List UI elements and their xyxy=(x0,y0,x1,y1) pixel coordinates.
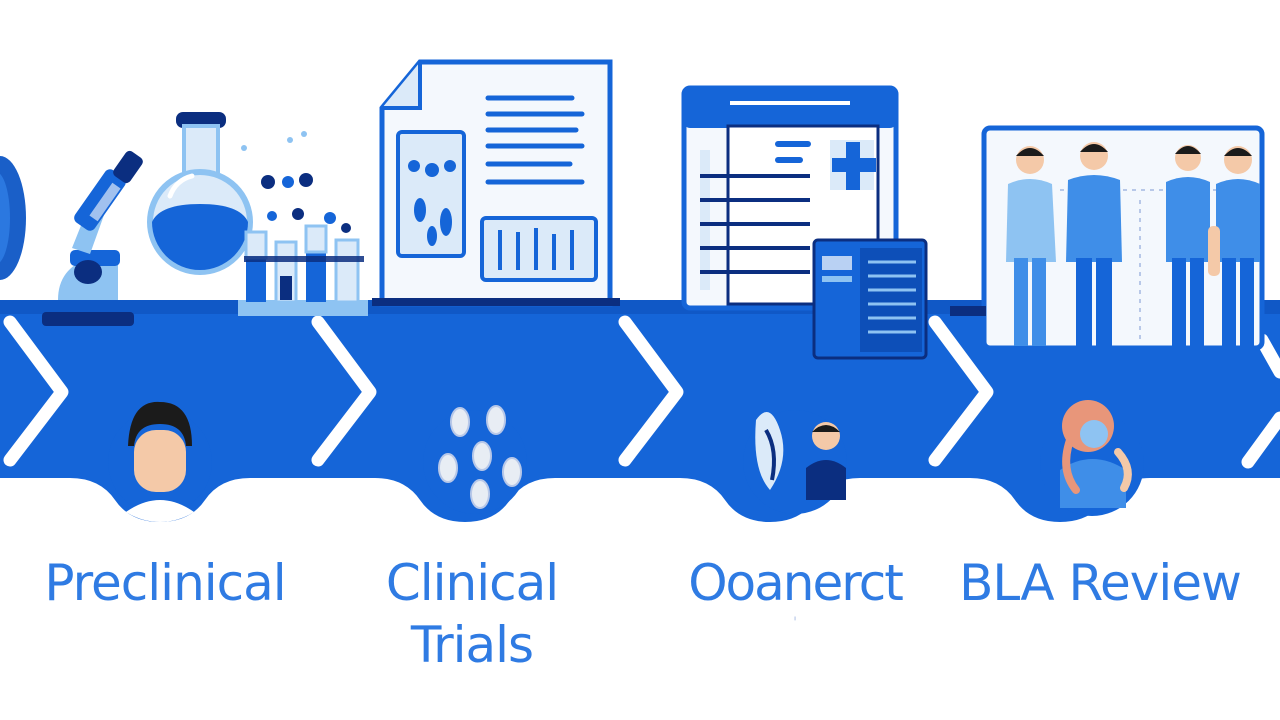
chevron-right-icon xyxy=(311,315,377,467)
flask-icon xyxy=(147,112,253,275)
bla-reviewer-icon xyxy=(1040,400,1144,516)
chevron-right-icon xyxy=(928,315,994,467)
chevron-right-icon xyxy=(618,315,684,467)
stage-label-clinical-line2: Trials xyxy=(410,616,534,674)
microscope-icon xyxy=(42,150,143,326)
document-icon xyxy=(372,59,620,307)
stage-label-bla-review: BLA Review xyxy=(950,552,1250,614)
chevron-right-icon xyxy=(1241,411,1280,469)
patient-avatar-icon xyxy=(108,401,212,522)
chevron-right-icon xyxy=(3,315,69,467)
pills-icon xyxy=(423,405,527,514)
server-icon xyxy=(812,238,928,360)
stage-label-preclinical: Preclinical xyxy=(30,552,300,614)
stage-label-clinical-trials: Clinical Trials xyxy=(360,552,584,676)
stage-label-bla-review-text: BLA Review xyxy=(959,554,1242,612)
stage-label-submission-subtext: ' xyxy=(793,615,797,631)
test-tubes-icon xyxy=(238,131,368,316)
doctors-team-icon xyxy=(950,125,1265,351)
stage-label-preclinical-text: Preclinical xyxy=(44,554,286,612)
chevron-arrows xyxy=(3,315,1280,469)
reviewer-icon xyxy=(743,410,847,514)
stage-label-clinical-line1: Clinical xyxy=(385,554,559,612)
chevron-right-icon xyxy=(1255,333,1280,379)
globe-icon xyxy=(0,156,26,280)
stage-label-submission-text: Ooanerct xyxy=(688,554,904,612)
stage-label-submission: Ooanerct ' xyxy=(680,552,910,632)
